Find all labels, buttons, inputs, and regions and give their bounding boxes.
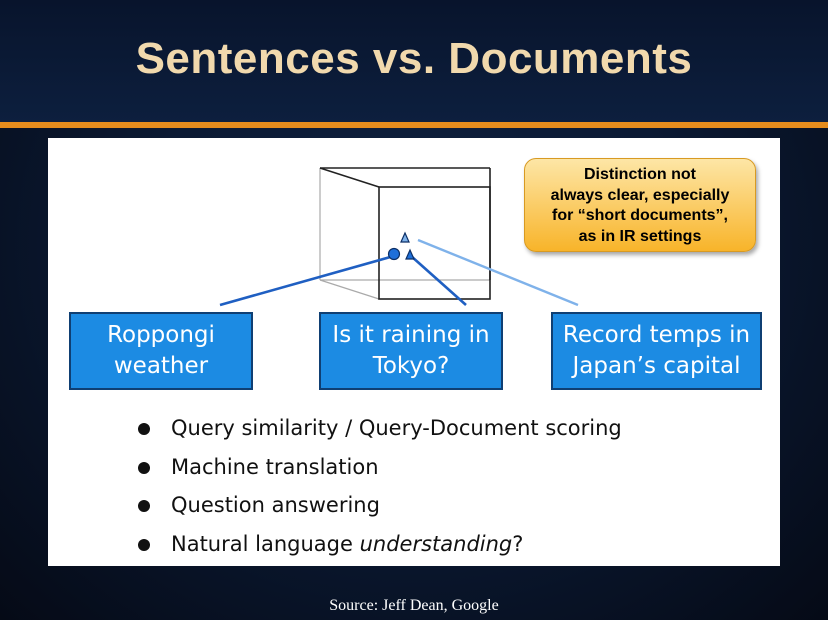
connector-roppongi: [219, 254, 395, 307]
bullet-text: Query similarity / Query-Document scorin…: [171, 416, 622, 440]
cube-front-face: [378, 186, 491, 300]
bullet-item: Machine translation: [134, 447, 764, 486]
connector-raining: [410, 255, 467, 306]
query-line: Is it raining in: [332, 322, 490, 348]
callout-line: always clear, especially: [550, 186, 730, 204]
callout-line: for “short documents”,: [551, 207, 728, 224]
cube-edge: [319, 167, 380, 188]
query-line: Record temps in: [562, 322, 751, 348]
query-box-roppongi: Roppongi weather: [69, 312, 253, 390]
distinction-callout: Distinction not always clear, especially…: [524, 158, 756, 252]
source-credit: Source: Jeff Dean, Google: [329, 597, 499, 614]
figure-panel: Distinction not always clear, especially…: [48, 138, 780, 566]
title-band: [0, 0, 828, 122]
query-line: Japan’s capital: [572, 353, 741, 379]
slide-title: Sentences vs. Documents: [135, 34, 693, 83]
bullet-emphasis: understanding: [359, 531, 513, 556]
query-line: weather: [113, 353, 209, 379]
point-triangle-marker: [405, 248, 415, 260]
callout-line: Distinction not: [584, 166, 696, 183]
bullet-dot-icon: [138, 500, 150, 512]
query-box-record-temps: Record temps in Japan’s capital: [551, 312, 762, 390]
bullet-dot-icon: [138, 423, 150, 435]
application-bullet-list: Query similarity / Query-Document scorin…: [134, 408, 764, 562]
bullet-item: Question answering: [134, 485, 764, 524]
callout-line: as in IR settings: [578, 227, 702, 245]
point-triangle-marker-light: [400, 231, 410, 243]
cube-hidden-edge: [319, 279, 380, 300]
bullet-text: Machine translation: [171, 454, 379, 479]
connector-record-temps: [417, 238, 579, 307]
point-circle-marker: [387, 247, 401, 261]
bullet-text: Natural language: [171, 531, 360, 556]
bullet-item: Query similarity / Query-Document scorin…: [134, 408, 764, 447]
bullet-dot-icon: [138, 538, 150, 551]
query-box-raining: Is it raining in Tokyo?: [319, 312, 503, 390]
bullet-item: Natural language understanding?: [134, 524, 764, 563]
bullet-text: Question answering: [171, 493, 380, 517]
embedding-space-diagram: [219, 167, 579, 307]
bullet-dot-icon: [138, 461, 150, 474]
title-divider: [0, 122, 828, 128]
bullet-suffix: ?: [512, 531, 524, 556]
query-line: Tokyo?: [372, 353, 450, 379]
query-line: Roppongi: [107, 322, 215, 348]
